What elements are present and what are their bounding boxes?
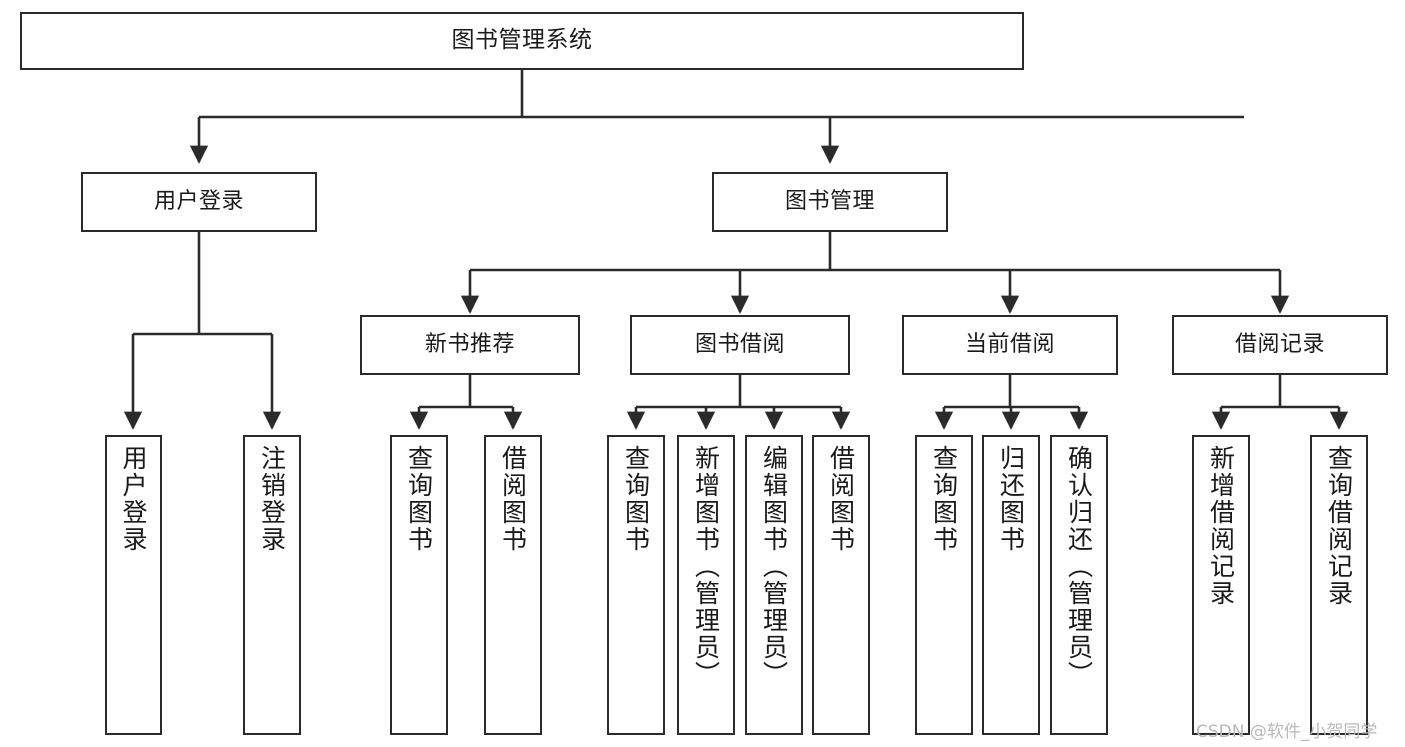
node-label: 图书借阅 [694,331,785,357]
node-label: 注销登录 [257,445,287,553]
node-root-system[interactable]: 图书管理系统 [20,12,1024,70]
leaf-add-book-admin[interactable]: 新增图书（管理员） [677,435,735,735]
node-label: 新书推荐 [424,331,515,357]
node-label: 当前借阅 [964,331,1055,357]
node-label: 图书管理 [784,188,875,214]
leaf-logout[interactable]: 注销登录 [243,435,301,735]
node-label: 查询借阅记录 [1324,445,1354,607]
leaf-query-borrow-record[interactable]: 查询借阅记录 [1310,435,1368,735]
leaf-query-book-current[interactable]: 查询图书 [915,435,973,735]
node-current-borrow[interactable]: 当前借阅 [902,315,1118,375]
node-label: 新增图书（管理员） [691,445,721,688]
leaf-query-book-borrow[interactable]: 查询图书 [607,435,665,735]
csdn-watermark: CSDN @软件_小贺同学 [1196,722,1378,742]
node-label: 新增借阅记录 [1206,445,1236,607]
node-user-login[interactable]: 用户登录 [81,172,317,232]
leaf-query-book-recommend[interactable]: 查询图书 [390,435,448,735]
node-label: 编辑图书（管理员） [759,445,789,688]
leaf-return-book[interactable]: 归还图书 [982,435,1040,735]
node-book-borrow[interactable]: 图书借阅 [630,315,850,375]
node-book-manage[interactable]: 图书管理 [712,172,948,232]
leaf-add-borrow-record[interactable]: 新增借阅记录 [1192,435,1250,735]
node-label: 借阅图书 [826,445,856,553]
node-label: 查询图书 [929,445,959,553]
leaf-user-login[interactable]: 用户登录 [105,435,162,735]
node-borrow-record[interactable]: 借阅记录 [1172,315,1388,375]
node-label: 借阅记录 [1234,331,1325,357]
leaf-edit-book-admin[interactable]: 编辑图书（管理员） [745,435,803,735]
node-label: 用户登录 [153,188,244,214]
node-label: 图书管理系统 [451,27,593,54]
node-label: 归还图书 [996,445,1026,553]
leaf-confirm-return-admin[interactable]: 确认归还（管理员） [1050,435,1108,735]
node-label: 确认归还（管理员） [1064,445,1094,688]
node-new-book-recommend[interactable]: 新书推荐 [360,315,580,375]
node-label: 借阅图书 [498,445,528,553]
leaf-borrow-book-recommend[interactable]: 借阅图书 [484,435,542,735]
node-label: 查询图书 [404,445,434,553]
node-label: 用户登录 [119,445,148,553]
node-label: 查询图书 [621,445,651,553]
leaf-borrow-book[interactable]: 借阅图书 [812,435,870,735]
